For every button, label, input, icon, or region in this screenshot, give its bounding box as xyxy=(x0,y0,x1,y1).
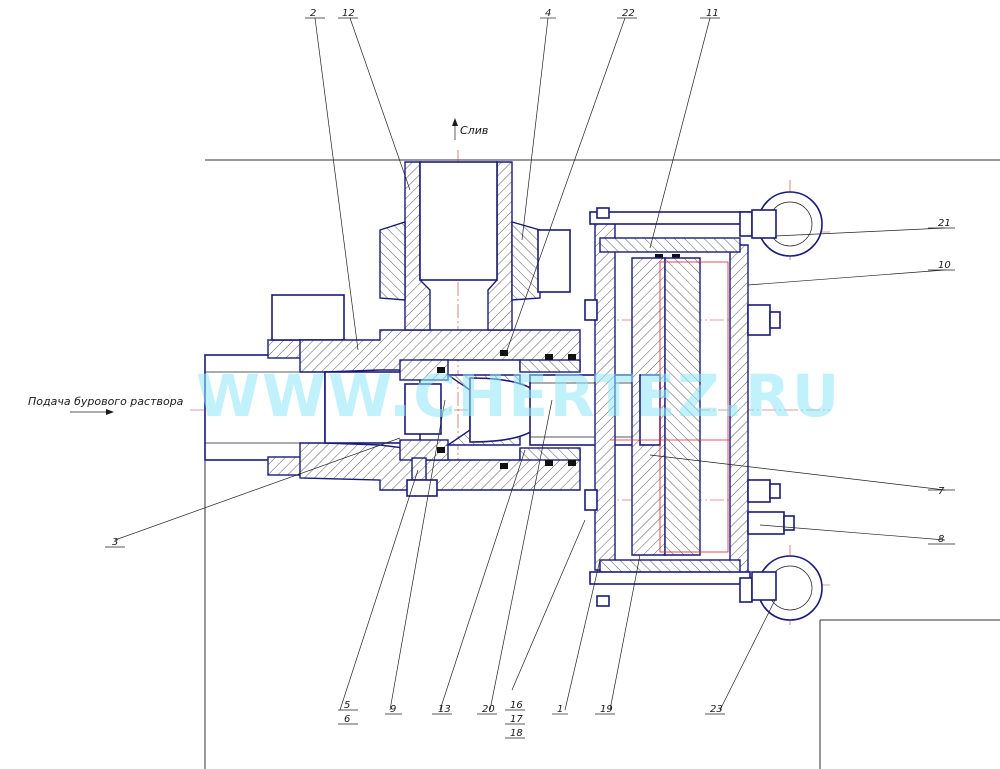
piston xyxy=(610,257,730,556)
callout-17: 17 xyxy=(510,714,523,725)
callout-18: 18 xyxy=(510,728,523,739)
valve-assembly xyxy=(399,359,641,497)
callout-16: 16 xyxy=(510,700,523,711)
drain-note: Слив xyxy=(460,124,488,137)
callout-23: 23 xyxy=(710,704,723,715)
callout-11: 11 xyxy=(706,8,719,19)
callout-19: 19 xyxy=(600,704,613,715)
callout-shelves xyxy=(105,17,955,739)
callout-12: 12 xyxy=(342,8,355,19)
callout-2: 2 xyxy=(310,8,316,19)
callout-13: 13 xyxy=(438,704,451,715)
drain-neck xyxy=(379,161,571,331)
callout-9: 9 xyxy=(390,704,396,715)
lifting-eyes xyxy=(751,191,823,621)
callout-labels: 2 12 4 22 11 21 10 7 8 3 5 6 9 13 20 16 … xyxy=(112,8,951,739)
callout-21: 21 xyxy=(938,218,951,229)
cylinder-housing xyxy=(584,207,753,607)
callout-3: 3 xyxy=(112,537,118,548)
callout-1: 1 xyxy=(557,704,563,715)
feed-note: Подача бурового раствора xyxy=(28,395,184,408)
callout-8: 8 xyxy=(938,534,944,545)
watermark-text: WWW.CHERTEZ.RU xyxy=(196,362,841,430)
side-bolts xyxy=(747,304,795,535)
callout-6: 6 xyxy=(344,714,350,725)
callout-22: 22 xyxy=(622,8,635,19)
leader-lines xyxy=(70,17,946,711)
callout-5: 5 xyxy=(344,700,350,711)
main-body xyxy=(299,329,581,491)
callout-10: 10 xyxy=(938,260,951,271)
callout-20: 20 xyxy=(482,704,495,715)
callout-7: 7 xyxy=(938,486,945,497)
callout-4: 4 xyxy=(545,8,551,19)
sheet-frame xyxy=(204,159,1000,769)
